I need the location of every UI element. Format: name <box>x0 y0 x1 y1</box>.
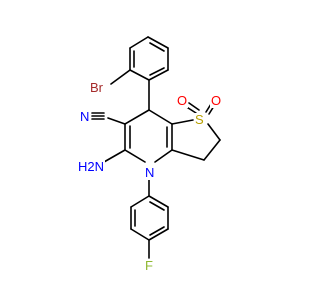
sulfonyl-oxygen-left-label: O <box>176 93 189 108</box>
amino-label: H2N <box>77 159 106 174</box>
ring-nitrogen-label: N <box>144 165 156 180</box>
nitrile-group <box>91 112 126 125</box>
bromophenyl-ring <box>129 36 169 81</box>
c-br-bond <box>110 69 131 85</box>
dihydropyridine-ring <box>124 109 173 163</box>
nitrile-nitrogen-label: N <box>79 109 91 124</box>
sulfolane-ring <box>171 119 221 161</box>
c-nh2-bond <box>103 149 126 163</box>
fluorine-label: F <box>144 258 154 273</box>
bond-skeleton <box>91 36 221 259</box>
fluorophenyl-ring <box>130 195 169 241</box>
molecule-diagram: Br N S O O H2N N F <box>77 36 223 273</box>
bromine-label: Br <box>89 80 104 95</box>
sulfonyl-oxygen-right-label: O <box>210 93 223 108</box>
sulfur-label: S <box>194 112 205 127</box>
